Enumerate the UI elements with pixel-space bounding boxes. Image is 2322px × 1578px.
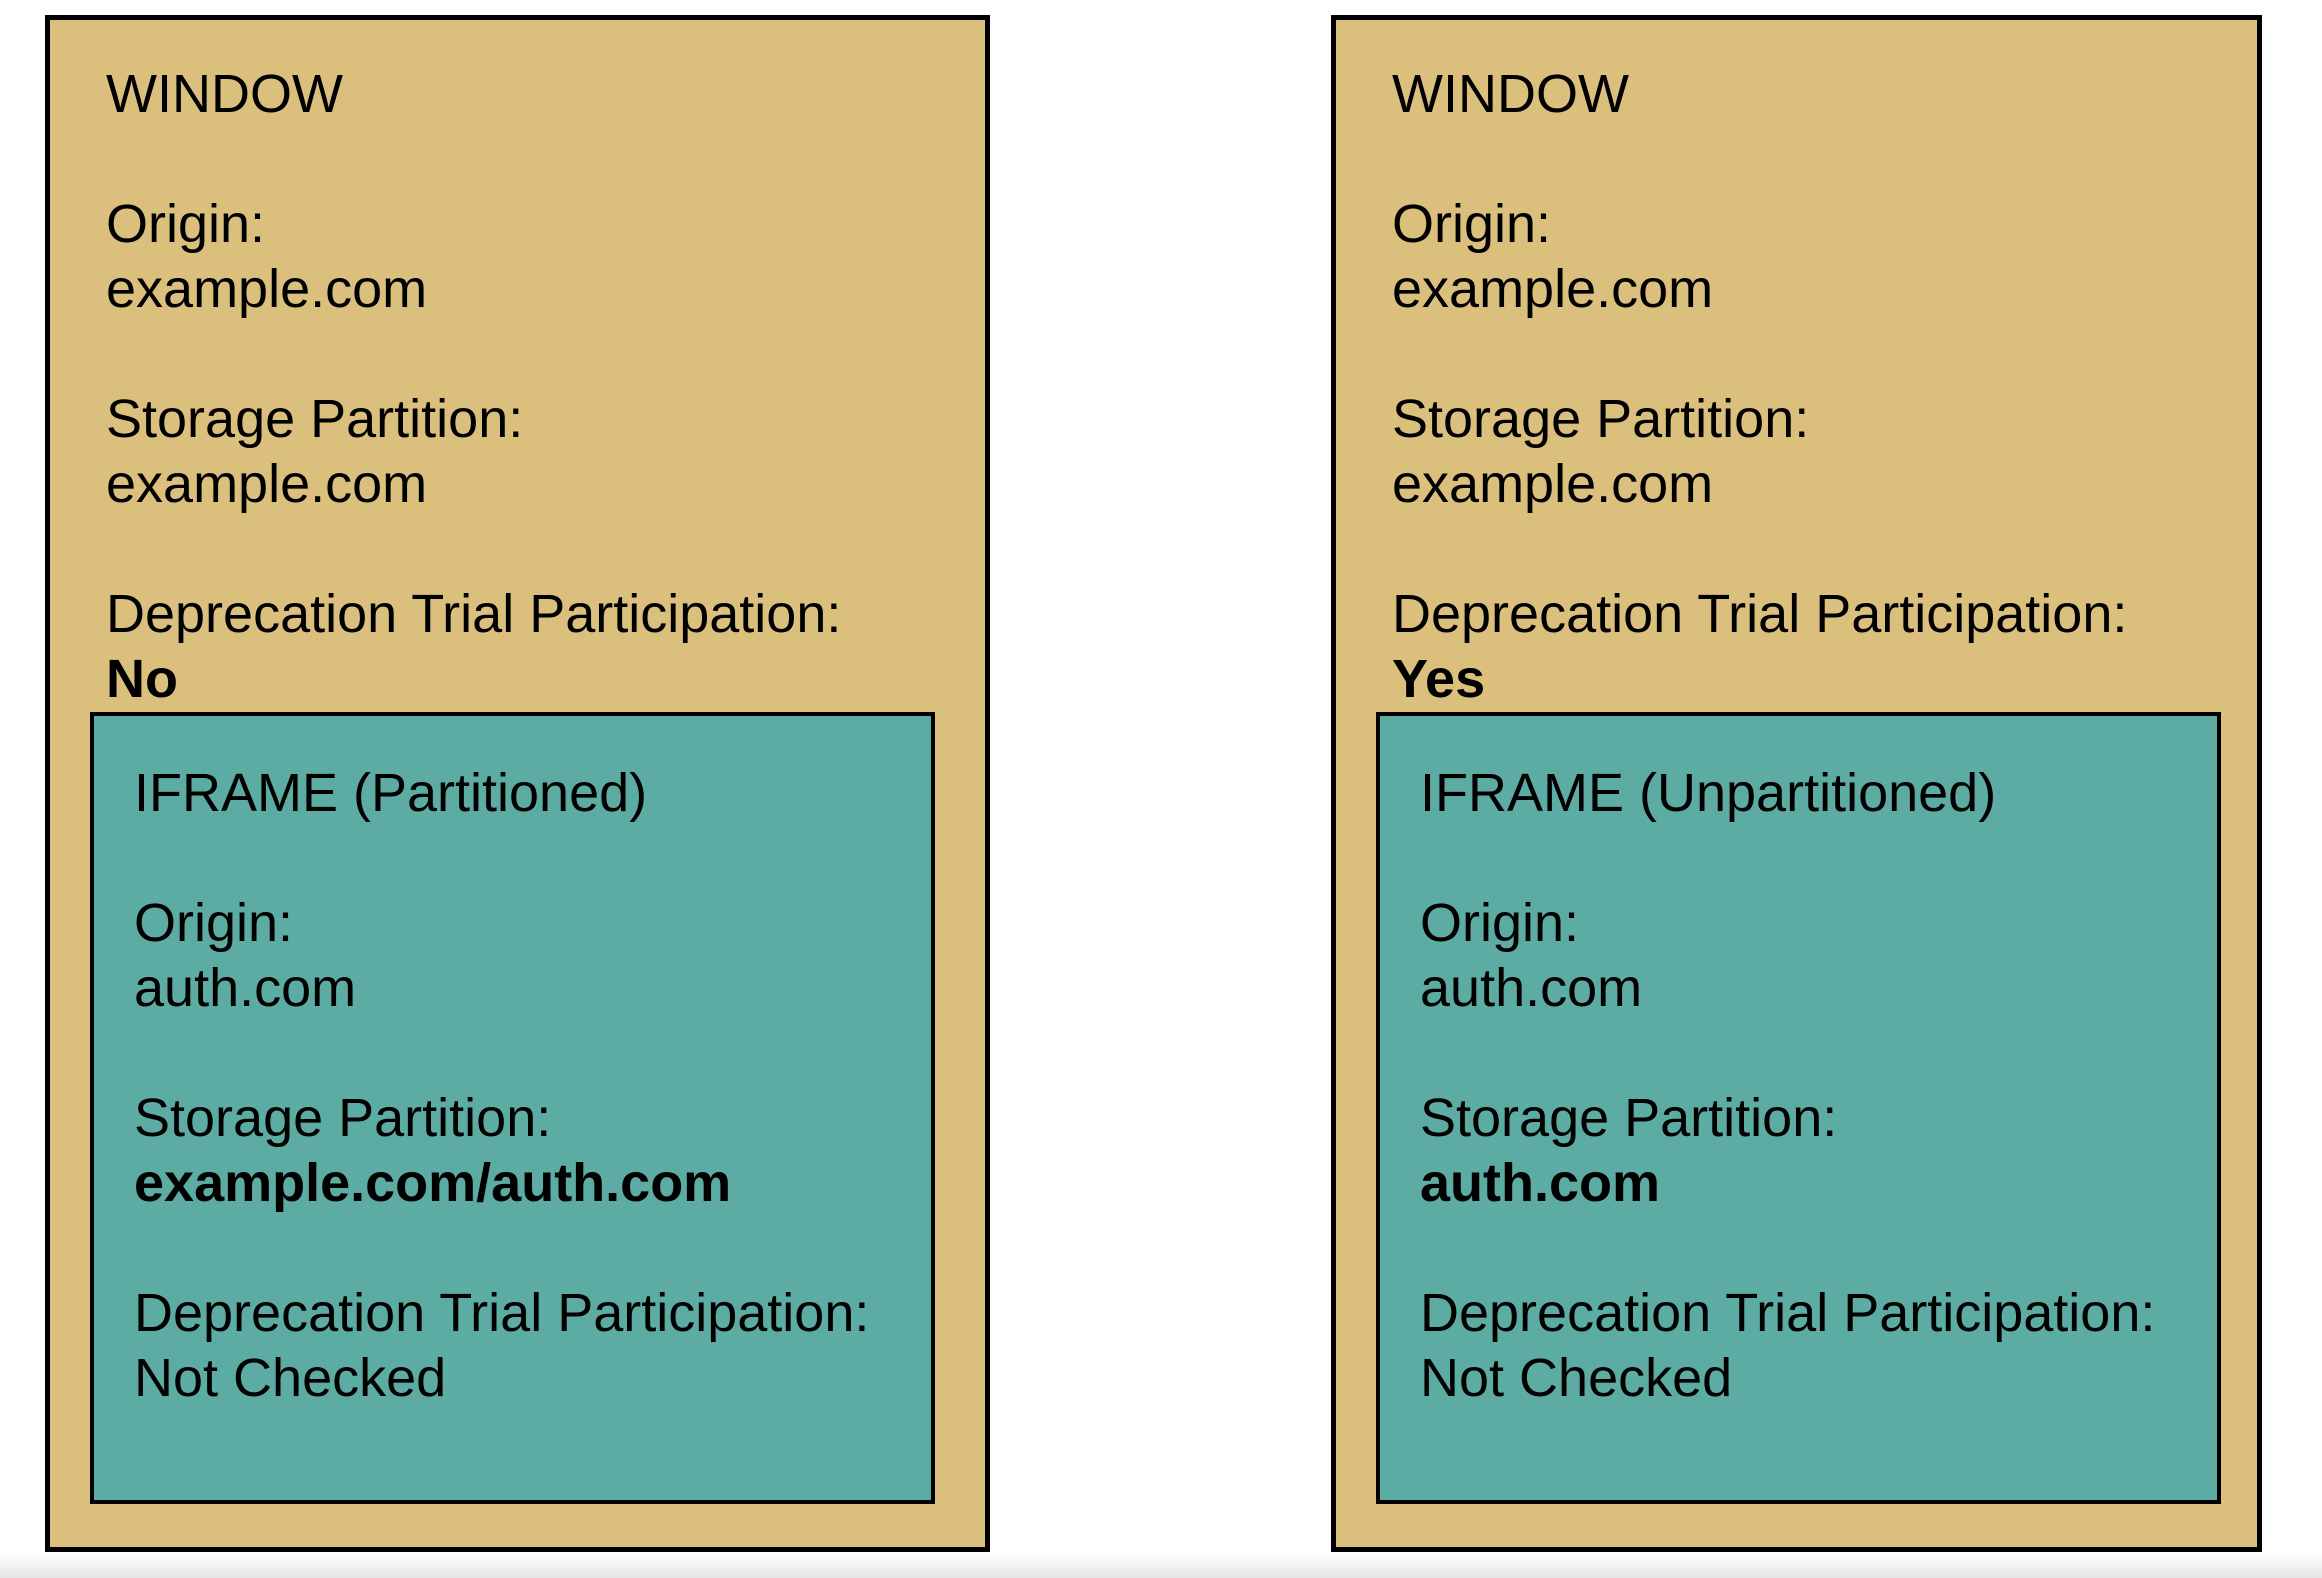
iframe-storage-partition-value: example.com/auth.com [134,1153,732,1213]
storage-partition-value: example.com [1392,454,1714,514]
window-title-block: WINDOW [1392,62,2217,127]
origin-value: example.com [1392,259,1714,319]
page-bottom-shadow [0,1552,2322,1578]
deprecation-trial-value: Yes [1392,649,1486,709]
deprecation-trial-label: Deprecation Trial Participation: [1392,584,2128,644]
origin-label: Origin: [1392,194,1552,254]
iframe-storage-partition-label: Storage Partition: [134,1088,552,1148]
iframe-title-block: IFRAME (Unpartitioned) [1420,761,2187,826]
window-title: WINDOW [1392,64,1629,124]
iframe-origin-value: auth.com [1420,958,1643,1018]
iframe-storage-partition-field: Storage Partition: auth.com [1420,1086,2187,1216]
storage-partition-label: Storage Partition: [106,389,524,449]
origin-value: example.com [106,259,428,319]
iframe-origin-label: Origin: [1420,893,1580,953]
iframe-storage-partition-value: auth.com [1420,1153,1661,1213]
deprecation-trial-field: Deprecation Trial Participation: Yes [1392,582,2217,712]
iframe-box-partitioned: IFRAME (Partitioned) Origin: auth.com St… [90,712,935,1504]
storage-partition-field: Storage Partition: example.com [1392,387,2217,517]
iframe-title: IFRAME (Unpartitioned) [1420,763,1997,823]
deprecation-trial-field: Deprecation Trial Participation: No [106,582,945,712]
iframe-deprecation-trial-label: Deprecation Trial Participation: [1420,1283,2156,1343]
deprecation-trial-label: Deprecation Trial Participation: [106,584,842,644]
iframe-origin-label: Origin: [134,893,294,953]
iframe-title-block: IFRAME (Partitioned) [134,761,901,826]
iframe-origin-field: Origin: auth.com [1420,891,2187,1021]
iframe-origin-value: auth.com [134,958,357,1018]
window-box-unpartitioned: WINDOW Origin: example.com Storage Parti… [1331,15,2262,1552]
origin-label: Origin: [106,194,266,254]
iframe-deprecation-trial-field: Deprecation Trial Participation: Not Che… [1420,1281,2187,1411]
storage-partition-label: Storage Partition: [1392,389,1810,449]
iframe-deprecation-trial-label: Deprecation Trial Participation: [134,1283,870,1343]
iframe-deprecation-trial-value: Not Checked [134,1348,447,1408]
iframe-storage-partition-field: Storage Partition: example.com/auth.com [134,1086,901,1216]
storage-partition-field: Storage Partition: example.com [106,387,945,517]
iframe-title: IFRAME (Partitioned) [134,763,648,823]
storage-partition-value: example.com [106,454,428,514]
iframe-box-unpartitioned: IFRAME (Unpartitioned) Origin: auth.com … [1376,712,2221,1504]
origin-field: Origin: example.com [106,192,945,322]
iframe-deprecation-trial-value: Not Checked [1420,1348,1733,1408]
origin-field: Origin: example.com [1392,192,2217,322]
iframe-deprecation-trial-field: Deprecation Trial Participation: Not Che… [134,1281,901,1411]
iframe-origin-field: Origin: auth.com [134,891,901,1021]
iframe-storage-partition-label: Storage Partition: [1420,1088,1838,1148]
window-box-partitioned: WINDOW Origin: example.com Storage Parti… [45,15,990,1552]
window-title-block: WINDOW [106,62,945,127]
window-title: WINDOW [106,64,343,124]
deprecation-trial-value: No [106,649,178,709]
